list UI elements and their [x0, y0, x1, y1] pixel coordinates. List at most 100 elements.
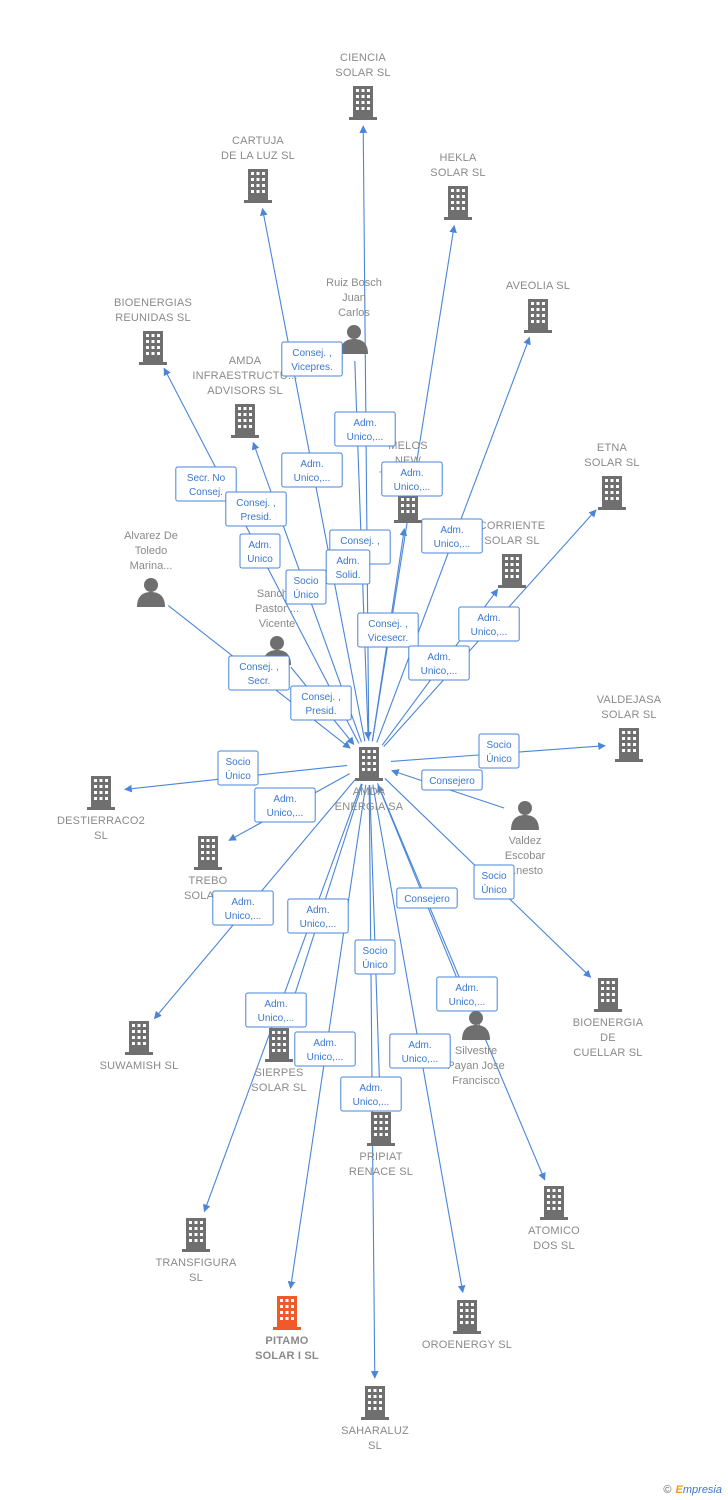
edge-label-l7[interactable]: Adm.Unico,... — [421, 518, 483, 554]
node-label: SOLAR SL — [484, 535, 539, 547]
edge-label-text: Consej. — [189, 487, 223, 498]
node-label: Escobar — [505, 850, 546, 862]
building-icon — [355, 747, 383, 781]
edge-label-l12[interactable]: Consej. ,Vicesecr. — [357, 612, 419, 648]
edge-label-box — [357, 612, 419, 648]
node-alvarez[interactable]: Alvarez DeToledoMarina... — [124, 530, 178, 607]
building-icon — [265, 1028, 293, 1062]
node-label: HEKLA — [439, 152, 477, 164]
node-oroenergy[interactable]: OROENERGY SL — [422, 1300, 512, 1351]
edge-label-l15[interactable]: Consej. ,Secr. — [228, 655, 290, 691]
brand-initial: E — [675, 1484, 683, 1496]
node-label: Alvarez De — [124, 530, 178, 542]
edge-label-text: Adm. — [231, 897, 254, 908]
edge-label-l1[interactable]: Consej. , Vicepres. — [281, 341, 343, 377]
building-icon — [194, 836, 222, 870]
node-aveolia[interactable]: AVEOLIA SL — [506, 280, 570, 333]
edge-label-l22[interactable]: Consejero — [396, 887, 458, 909]
edge-label-box — [354, 939, 396, 975]
node-label: VALDEJASA — [597, 694, 662, 706]
edge-label-text: Vicepres. — [291, 362, 333, 373]
edge-label-l28[interactable]: Adm.Unico,... — [294, 1031, 356, 1067]
edge-label-text: Socio — [225, 757, 250, 768]
person-icon — [462, 1011, 490, 1040]
edge-label-l19[interactable]: Consejero — [421, 769, 483, 791]
node-label: Valdez — [509, 835, 542, 847]
edge-label-box — [294, 1031, 356, 1067]
edge-label-text: Adm. — [306, 905, 329, 916]
edge-label-text: Unico,... — [225, 911, 262, 922]
edge-label-box — [436, 976, 498, 1012]
node-suwamish[interactable]: SUWAMISH SL — [100, 1021, 179, 1072]
edge-label-box — [225, 491, 287, 527]
edge-label-text: Consej. , — [292, 348, 331, 359]
node-label: Toledo — [135, 545, 167, 557]
edge-label-l27[interactable]: Adm.Unico,... — [245, 992, 307, 1028]
node-label: TRANSFIGURA — [155, 1257, 236, 1269]
edge-label-l30[interactable]: Adm.Unico,... — [340, 1076, 402, 1112]
edge-label-l2[interactable]: Adm.Unico,... — [334, 411, 396, 447]
edge-label-l13[interactable]: Adm.Unico,... — [458, 606, 520, 642]
edge-label-l4[interactable]: Adm.Unico,... — [381, 461, 443, 497]
empresia-brand[interactable]: ©Empresia — [663, 1484, 722, 1496]
edge-label-text: Unico,... — [294, 473, 331, 484]
node-label: TREBO — [189, 875, 228, 887]
edge-label-l14[interactable]: Adm.Unico,... — [408, 645, 470, 681]
edge-label-text: Unico,... — [402, 1054, 439, 1065]
node-label: PITAMO — [265, 1335, 308, 1347]
edge-label-text: Unico — [247, 554, 273, 565]
edge-label-l20[interactable]: Adm.Unico,... — [254, 787, 316, 823]
edge-label-box — [239, 533, 281, 569]
edge-label-box — [421, 518, 483, 554]
edge-label-text: Consejero — [404, 894, 450, 905]
edge-label-l26[interactable]: Adm.Unico,... — [436, 976, 498, 1012]
building-icon — [349, 86, 377, 120]
node-label: ETNA — [597, 442, 628, 454]
node-label: REUNIDAS SL — [115, 312, 191, 324]
edge-label-l10[interactable]: Adm.Solid. — [325, 549, 371, 585]
edge-label-text: Unico,... — [300, 919, 337, 930]
edge-label-l16[interactable]: Consej. ,Presid. — [290, 685, 352, 721]
edge-label-box — [396, 887, 458, 909]
edge-label-l8[interactable]: Adm.Unico — [239, 533, 281, 569]
edge-label-l3[interactable]: Adm.Unico,... — [281, 452, 343, 488]
edge-label-box — [421, 769, 483, 791]
edge-label-l6[interactable]: Consej. ,Presid. — [225, 491, 287, 527]
edge-label-l24[interactable]: Adm. Unico,... — [287, 898, 349, 934]
edge-label-box — [281, 341, 343, 377]
edge-label-text: Adm. — [353, 418, 376, 429]
node-label: INFRAESTRUCTU... — [192, 370, 297, 382]
edge-label-l23[interactable]: Adm. Unico,... — [212, 890, 274, 926]
edge-label-l29[interactable]: Adm.Unico,... — [389, 1033, 451, 1069]
edge-label-box — [281, 452, 343, 488]
brand-name: mpresia — [682, 1484, 722, 1496]
